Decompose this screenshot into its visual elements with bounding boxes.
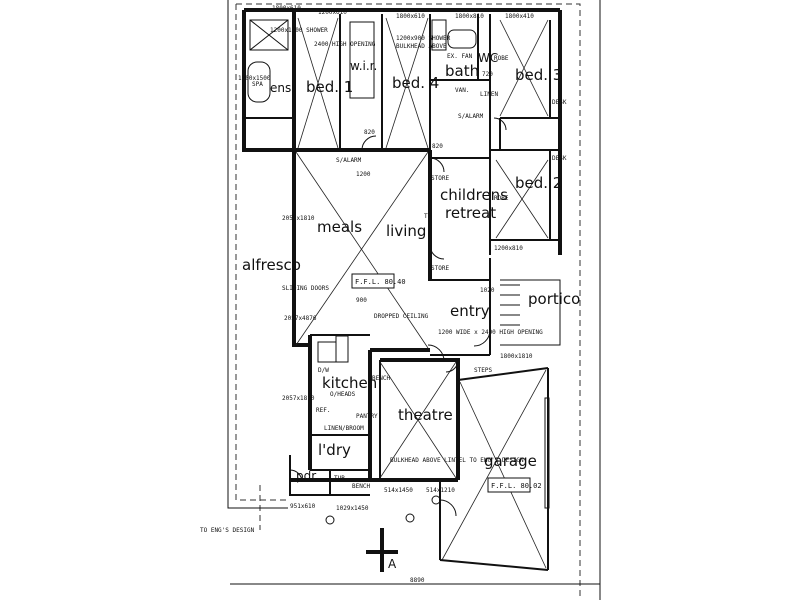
label-opening: 1200 WIDE x 2400 HIGH OPENING — [438, 329, 543, 336]
label-spa: SPA — [252, 81, 263, 88]
door-swings — [289, 117, 507, 517]
dim-820-b: 820 — [432, 143, 443, 150]
dim-900: 900 — [356, 297, 367, 304]
bath-shower — [431, 19, 447, 51]
dim-720: 720 — [482, 71, 493, 78]
dim-820-a: 820 — [364, 129, 375, 136]
room-bed2: bed. 2 — [515, 174, 562, 192]
label-store-2: STORE — [431, 265, 449, 272]
room-entry: entry — [450, 302, 490, 320]
room-wir: w.i.r. — [350, 59, 377, 73]
dim-514x1210: 514x1210 — [426, 487, 455, 494]
label-shower-ens: 1200x1500 SHOWER — [270, 27, 328, 34]
dim-1800x610-a: 1800x610 — [272, 5, 301, 12]
room-laundry: l'dry — [318, 441, 351, 459]
room-labels: ens. bed. 1 w.i.r. bed. 4 bath WC bed. 3… — [242, 51, 580, 483]
room-retreat: retreat — [445, 204, 496, 222]
label-sliding-doors: SLIDING DOORS — [282, 285, 329, 292]
dim-2057x4876: 2057x4876 — [284, 315, 317, 322]
annotations: SPA 1200x1500 SHOWER 2400 HIGH OPENING B… — [252, 27, 567, 490]
room-bed4: bed. 4 — [392, 74, 439, 92]
dim-1800x610-b: 1800x610 — [396, 13, 425, 20]
dim-2057x1810b: 2057x1810 — [282, 395, 315, 402]
label-exfan: EX. FAN — [447, 53, 473, 60]
label-steps: STEPS — [474, 367, 492, 374]
ffl-boxes: F.F.L. 80.40 F.F.L. 80.02 — [351, 273, 542, 493]
room-living: living — [386, 222, 426, 240]
ceiling-diagonals — [295, 17, 549, 569]
ffl-garage: F.F.L. 80.02 — [491, 482, 542, 490]
room-bed3: bed. 3 — [515, 66, 562, 84]
label-desk-1: DESK — [552, 99, 567, 106]
label-dw: D/W — [318, 367, 329, 374]
kitchen-island — [335, 335, 349, 363]
label-bench-kitchen: BENCH — [372, 375, 390, 382]
room-pdr: pdr — [296, 469, 316, 483]
dim-1200x1500: 1200x1500 — [238, 75, 271, 82]
label-bulkhead-theatre: BULKHEAD ABOVE LINTEL TO ENG'S DESIGN — [390, 457, 524, 464]
label-van: VAN. — [455, 87, 469, 94]
label-robe-2: ROBE — [494, 195, 509, 202]
dim-1800x810: 1800x810 — [455, 13, 484, 20]
label-pantry: PANTRY — [356, 413, 378, 420]
label-salarm-2: S/ALARM — [458, 113, 484, 120]
label-shower-bath: 1200x900 SHOWER — [396, 35, 451, 42]
garage-door-frame — [544, 397, 550, 509]
ffl-house: F.F.L. 80.40 — [355, 278, 406, 286]
fixtures — [247, 19, 550, 525]
label-overheads: O/HEADS — [330, 391, 356, 398]
label-high-opening: 2400 HIGH OPENING — [314, 41, 376, 48]
dim-1200: 1200 — [356, 171, 371, 178]
label-dropped-ceiling: DROPPED CEILING — [374, 313, 429, 320]
eaves-outline — [227, 0, 601, 600]
room-theatre: theatre — [398, 406, 453, 424]
room-meals: meals — [317, 218, 362, 236]
door-marker-3 — [325, 515, 335, 525]
room-portico: portico — [528, 290, 580, 308]
room-ens: ens. — [270, 81, 295, 95]
label-desk-2: DESK — [552, 155, 567, 162]
dim-1800x1810: 1800x1810 — [500, 353, 533, 360]
label-store-1: STORE — [431, 175, 449, 182]
section-marker: A TO ENG'S DESIGN 8890 — [200, 527, 600, 585]
room-childrens: childrens — [440, 186, 508, 204]
dim-1020: 1020 — [480, 287, 495, 294]
label-salarm-1: S/ALARM — [336, 157, 362, 164]
dimension-labels: 1800x610 1200x610 1800x610 1800x810 1800… — [238, 5, 534, 512]
label-bulkhead: BULKHEAD ABOVE — [396, 43, 447, 50]
room-bed1: bed. 1 — [306, 78, 353, 96]
label-linen: LINEN — [480, 91, 498, 98]
label-robe-1: ROBE — [494, 55, 509, 62]
dimension-8890: 8890 — [410, 577, 425, 584]
door-marker-2 — [431, 495, 441, 505]
room-wc: WC — [478, 51, 498, 65]
dim-1200x610: 1200x610 — [318, 9, 347, 16]
bath-tub — [447, 29, 477, 49]
dim-1029x1450: 1029x1450 — [336, 505, 369, 512]
dim-1200x810: 1200x810 — [494, 245, 523, 252]
dim-514x1450: 514x1450 — [384, 487, 413, 494]
room-bath: bath — [445, 62, 479, 80]
wir-shelf — [349, 21, 375, 99]
label-bench-laundry: BENCH — [352, 483, 370, 490]
dim-951x610: 951x610 — [290, 503, 316, 510]
eng-design-note: TO ENG'S DESIGN — [200, 527, 255, 534]
label-linen-broom: LINEN/BROOM — [324, 425, 364, 432]
dim-2057x1810: 2057x1810 — [282, 215, 315, 222]
spa-tub — [247, 61, 271, 103]
room-alfresco: alfresco — [242, 256, 301, 274]
room-kitchen: kitchen — [322, 374, 377, 392]
label-tv: TV — [424, 213, 432, 220]
dim-1800x410: 1800x410 — [505, 13, 534, 20]
section-label: A — [388, 557, 397, 571]
label-tub: TUB — [334, 475, 345, 482]
door-marker — [405, 513, 415, 523]
label-ref: REF. — [316, 407, 330, 414]
room-garage: garage — [484, 452, 537, 470]
